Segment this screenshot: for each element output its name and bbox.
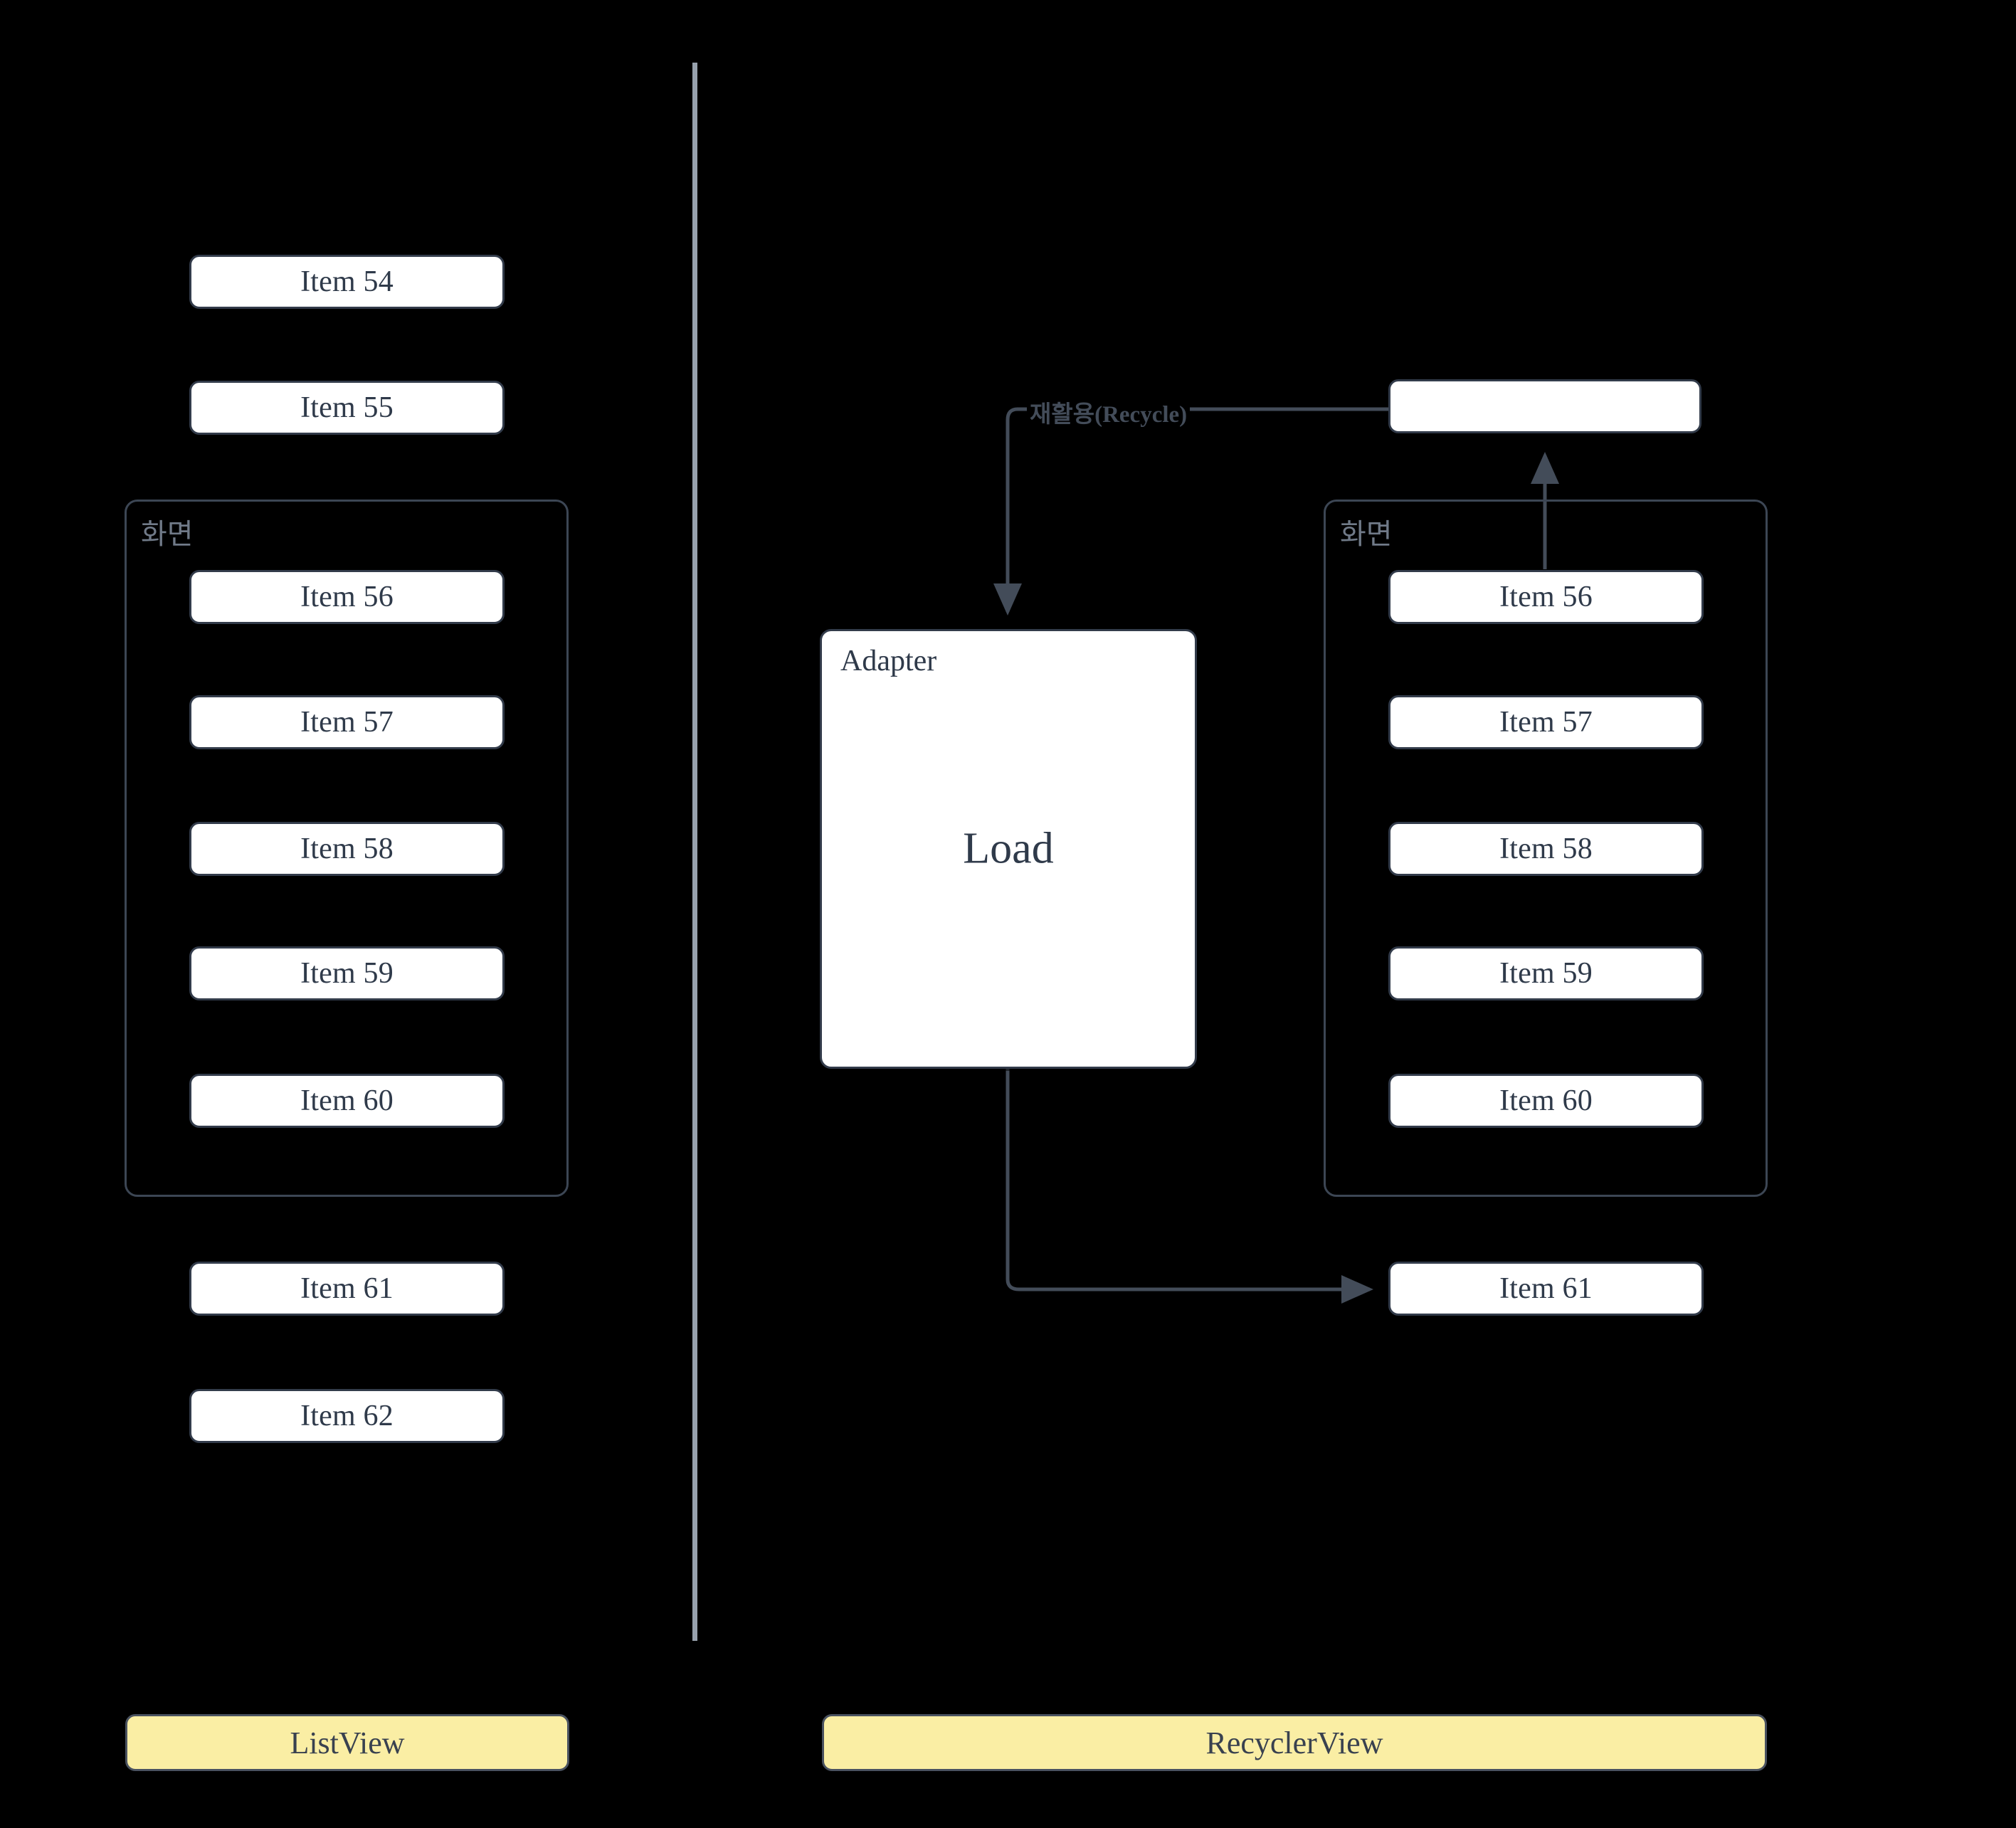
- listview-banner: ListView: [125, 1714, 569, 1771]
- list-item[interactable]: Item 61: [1388, 1262, 1704, 1316]
- list-item[interactable]: Item 59: [1388, 946, 1704, 1000]
- list-item[interactable]: Item 61: [189, 1262, 505, 1316]
- edge-label-recycle: 재활용(Recycle): [1027, 395, 1191, 429]
- recyclerview-banner: RecyclerView: [822, 1714, 1767, 1771]
- panel-divider: [692, 63, 697, 1641]
- list-item[interactable]: Item 57: [189, 695, 505, 749]
- list-item[interactable]: Item 60: [189, 1074, 505, 1128]
- left-screen-group: [125, 500, 569, 1197]
- list-item[interactable]: Item 60: [1388, 1074, 1704, 1128]
- right-screen-label: 화면: [1340, 518, 1393, 550]
- left-screen-label: 화면: [141, 518, 194, 550]
- recycled-view-box[interactable]: [1388, 379, 1701, 433]
- list-item[interactable]: Item 54: [189, 255, 505, 309]
- list-item[interactable]: Item 58: [189, 822, 505, 876]
- list-item[interactable]: Item 62: [189, 1389, 505, 1443]
- list-item[interactable]: Item 56: [189, 570, 505, 624]
- list-item[interactable]: Item 56: [1388, 570, 1704, 624]
- list-item[interactable]: Item 55: [189, 381, 505, 435]
- right-screen-group: [1324, 500, 1768, 1197]
- edge-adapter-to-item61: [1006, 1067, 1373, 1304]
- list-item[interactable]: Item 59: [189, 946, 505, 1000]
- adapter-load-label: Load: [963, 824, 1054, 873]
- list-item[interactable]: Item 57: [1388, 695, 1704, 749]
- list-item[interactable]: Item 58: [1388, 822, 1704, 876]
- adapter-node[interactable]: Adapter Load: [820, 629, 1197, 1069]
- adapter-title: Adapter: [840, 645, 937, 677]
